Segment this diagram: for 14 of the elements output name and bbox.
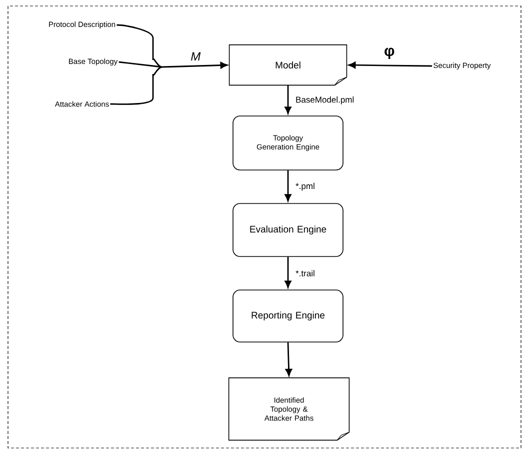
arrow [284,256,292,288]
edge-label: BaseModel.pml [296,96,354,104]
brace-arrow [110,24,228,105]
arrow [285,342,292,376]
edge-label: M [191,52,201,60]
arrow [284,170,292,202]
document-box: Model [228,44,348,86]
process-box: Evaluation Engine [232,203,344,257]
edge-label: φ [384,48,394,59]
process-box: Reporting Engine [232,290,344,342]
edge-label: *.pml [296,182,314,191]
arrow [284,85,292,114]
arrow [348,62,432,68]
edge-label: *.trail [296,270,314,276]
